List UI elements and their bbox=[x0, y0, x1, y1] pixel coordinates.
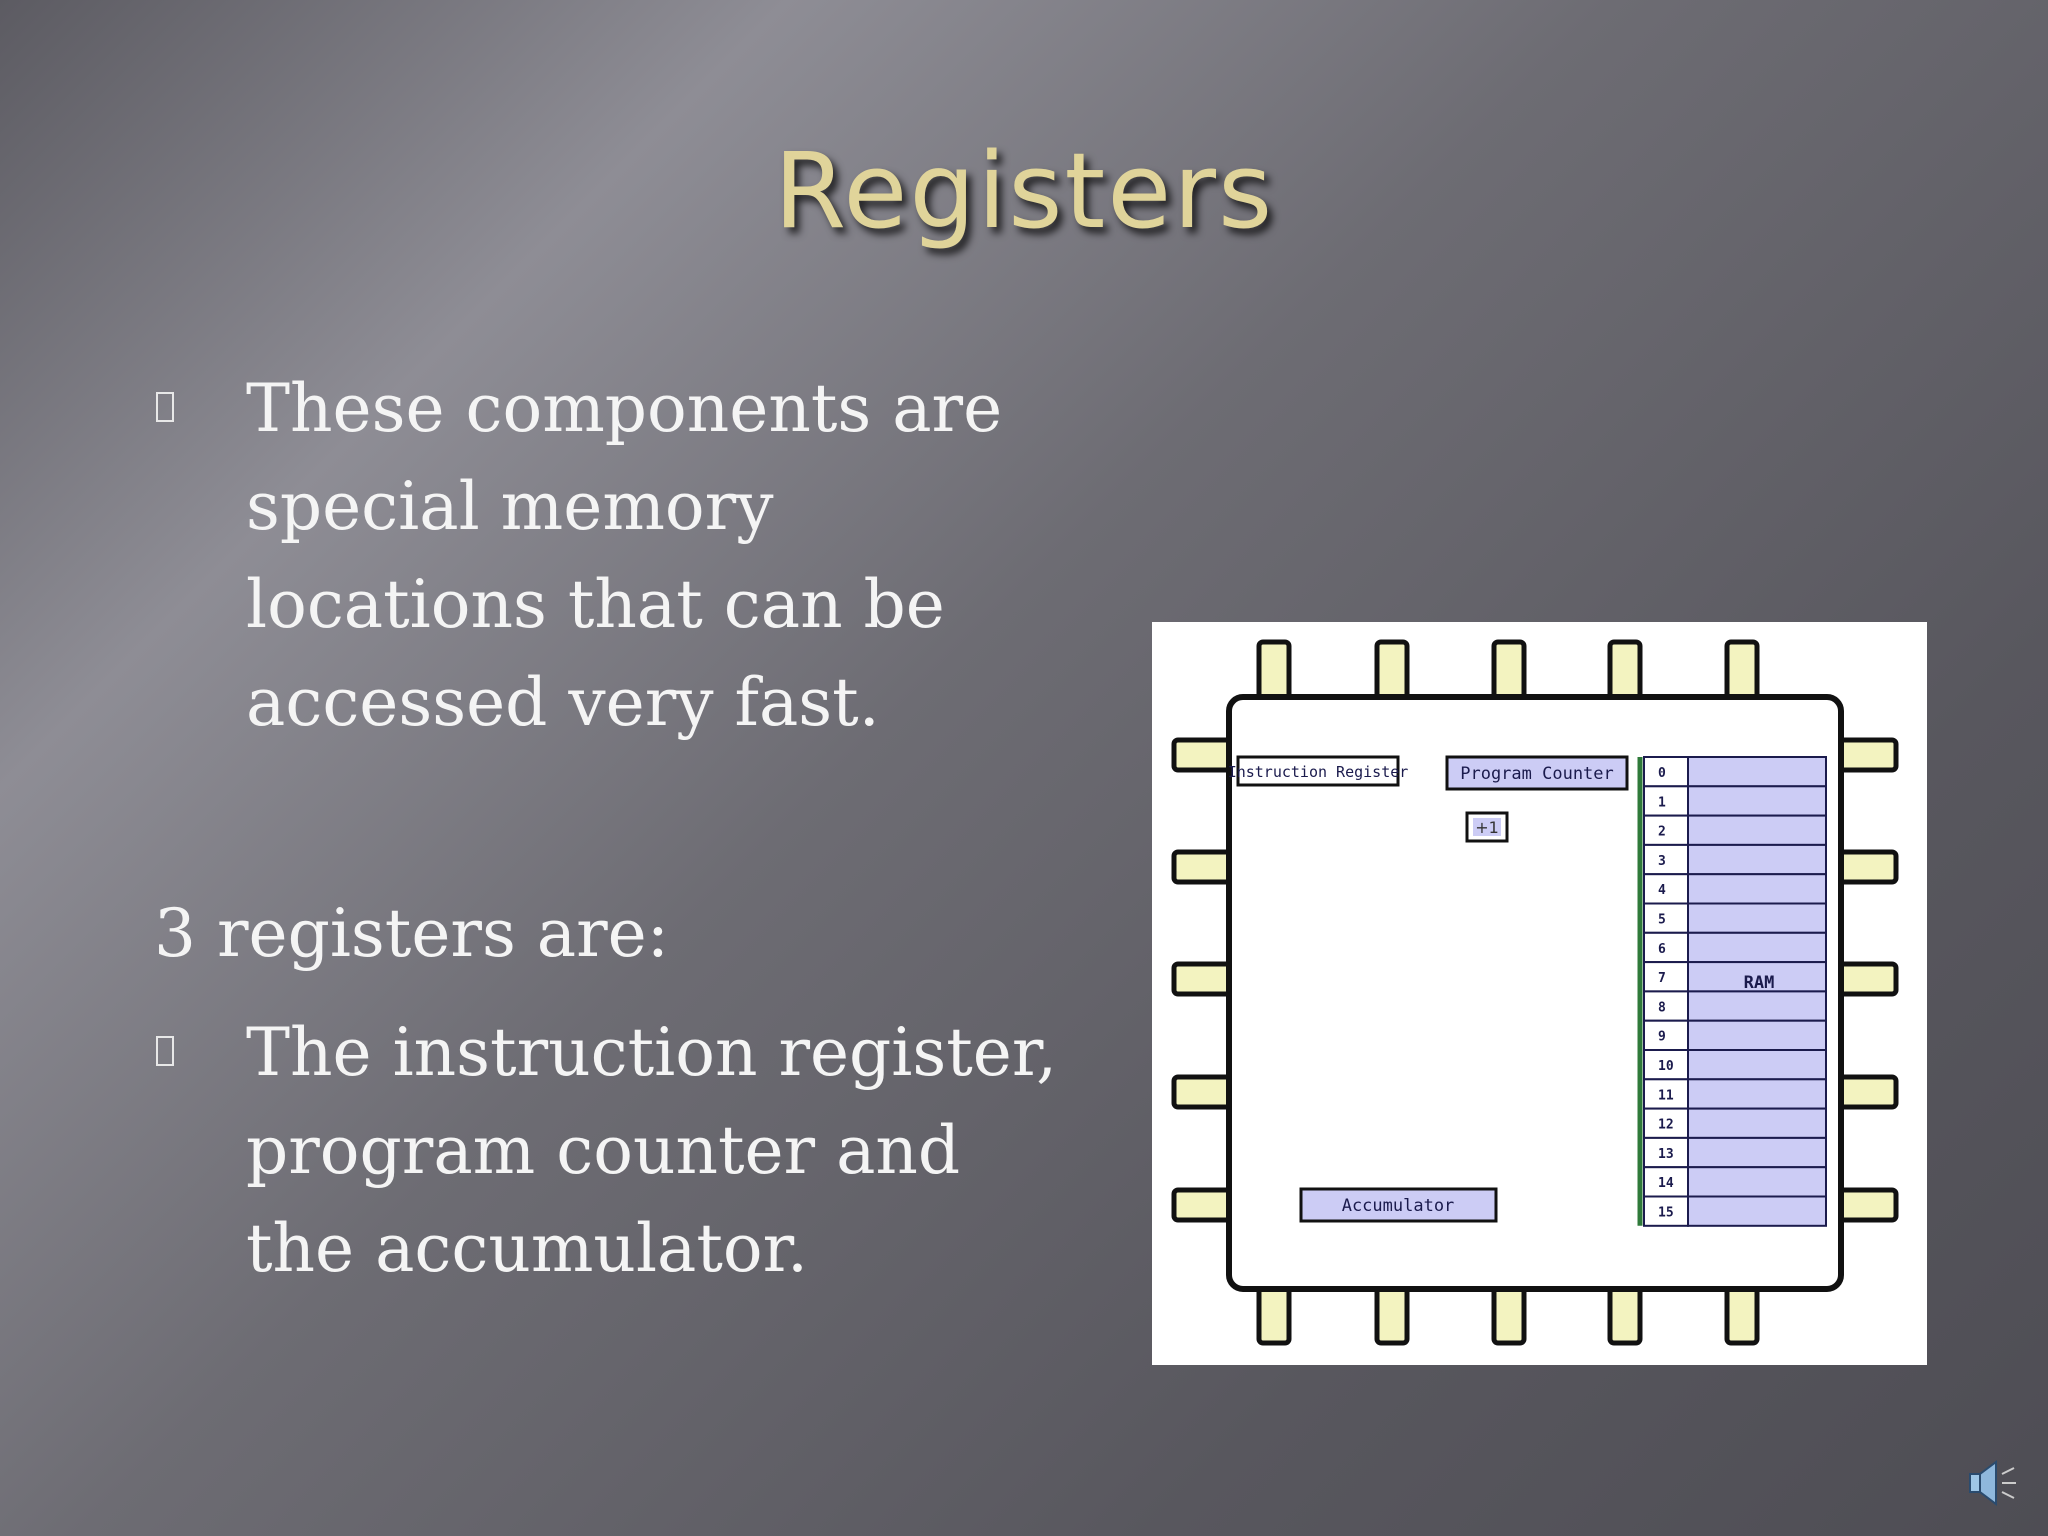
bullet-2-line-1: The instruction register, bbox=[246, 1014, 1058, 1091]
ram-address-cell bbox=[1643, 1049, 1689, 1081]
chip-pin-bottom-4 bbox=[1724, 1282, 1760, 1346]
ram-address-cell bbox=[1643, 756, 1689, 788]
instruction-register-box bbox=[1236, 755, 1400, 787]
chip-pin-bottom-3 bbox=[1607, 1282, 1643, 1346]
ram-label: RAM bbox=[1744, 973, 1775, 993]
ram-address-cell bbox=[1643, 1195, 1689, 1227]
ram-address-label: 9 bbox=[1658, 1030, 1666, 1045]
chip-pin-right-1 bbox=[1835, 849, 1899, 885]
ram-value-cell bbox=[1687, 1078, 1827, 1110]
accumulator-box bbox=[1299, 1187, 1498, 1223]
bullet-text-2: The instruction register, program counte… bbox=[246, 1004, 1057, 1298]
ram-value-cell bbox=[1687, 1195, 1827, 1227]
chip-pin-bottom-0 bbox=[1256, 1282, 1292, 1346]
ram-value-cell bbox=[1687, 843, 1827, 876]
ram-address-cell bbox=[1643, 873, 1689, 905]
ram-value-cell bbox=[1687, 990, 1827, 1022]
program-counter-label: Program Counter bbox=[1460, 764, 1614, 784]
chip-pin-bottom-2 bbox=[1491, 1282, 1527, 1346]
bullet-2-line-3: the accumulator. bbox=[246, 1210, 808, 1287]
ram-address-label: 7 bbox=[1658, 971, 1666, 986]
ram-value-cell bbox=[1687, 931, 1827, 964]
chip-pin-top-0 bbox=[1256, 639, 1292, 703]
ram-address-cell bbox=[1643, 931, 1689, 964]
bullet-text-1: These components are special memory loca… bbox=[246, 360, 1002, 752]
bullet-1-line-2: special memory bbox=[246, 468, 774, 545]
ram-address-label: 4 bbox=[1658, 883, 1666, 898]
bullet-1-line-3: locations that can be bbox=[246, 566, 945, 643]
ram-address-cell bbox=[1643, 785, 1689, 817]
ram-value-cell bbox=[1687, 961, 1827, 993]
accumulator-label: Accumulator bbox=[1342, 1196, 1455, 1216]
slide-title: Registers bbox=[773, 130, 1275, 252]
ram-address-cell bbox=[1643, 1166, 1689, 1198]
ram-address-cell bbox=[1643, 990, 1689, 1022]
chip-pin-right-2 bbox=[1835, 961, 1899, 997]
instruction-register-label: Instruction Register bbox=[1228, 763, 1409, 781]
ram-address-label: 13 bbox=[1658, 1147, 1674, 1162]
ram-value-cell bbox=[1687, 1049, 1827, 1081]
ram-value-cell bbox=[1687, 756, 1827, 788]
ram-address-label: 10 bbox=[1658, 1059, 1674, 1074]
increment-label: +1 bbox=[1475, 818, 1499, 837]
chip-pin-left-1 bbox=[1171, 849, 1235, 885]
ram-address-label: 11 bbox=[1658, 1088, 1674, 1103]
ram-value-cell bbox=[1687, 1166, 1827, 1198]
ram-value-cell bbox=[1687, 1107, 1827, 1139]
speaker-icon[interactable] bbox=[1964, 1454, 2024, 1514]
ram-address-cell bbox=[1643, 1078, 1689, 1110]
program-counter-box bbox=[1445, 755, 1629, 791]
ram-address-cell bbox=[1643, 843, 1689, 876]
bullet-2-line-2: program counter and bbox=[246, 1112, 961, 1189]
ram-address-label: 15 bbox=[1658, 1206, 1674, 1221]
cpu-diagram: Instruction Register Program Counter +1 … bbox=[1152, 622, 1927, 1365]
ram-address-cell bbox=[1643, 814, 1689, 846]
ram-value-cell bbox=[1687, 1019, 1827, 1052]
ram-value-cell bbox=[1687, 785, 1827, 817]
chip-pin-right-4 bbox=[1835, 1187, 1899, 1223]
chip-pin-top-3 bbox=[1607, 639, 1643, 703]
ram-address-label: 0 bbox=[1658, 766, 1666, 781]
bullet-1-line-4: accessed very fast. bbox=[246, 664, 880, 741]
ram-address-label: 1 bbox=[1658, 795, 1666, 810]
chip-pin-left-3 bbox=[1171, 1074, 1235, 1110]
ram-address-label: 14 bbox=[1658, 1176, 1674, 1191]
ram-address-label: 8 bbox=[1658, 1000, 1666, 1015]
chip-pin-top-2 bbox=[1491, 639, 1527, 703]
chip-pin-right-0 bbox=[1835, 737, 1899, 773]
chip-pin-left-2 bbox=[1171, 961, 1235, 997]
ram-address-cell bbox=[1643, 961, 1689, 993]
bullet-icon-2 bbox=[156, 1036, 174, 1072]
ram-address-label: 6 bbox=[1658, 942, 1666, 957]
ram-address-label: 12 bbox=[1658, 1118, 1674, 1133]
chip-pin-left-0 bbox=[1171, 737, 1235, 773]
bullet-icon-1 bbox=[156, 392, 174, 428]
chip-pin-bottom-1 bbox=[1374, 1282, 1410, 1346]
ram-address-cell bbox=[1643, 1107, 1689, 1139]
ram-value-cell bbox=[1687, 1136, 1827, 1169]
chip-pin-top-1 bbox=[1374, 639, 1410, 703]
ram-value-cell bbox=[1687, 902, 1827, 934]
intro-line: 3 registers are: bbox=[154, 895, 669, 972]
ram-address-cell bbox=[1643, 902, 1689, 934]
chip-pin-top-4 bbox=[1724, 639, 1760, 703]
chip-pin-left-4 bbox=[1171, 1187, 1235, 1223]
bullet-1-line-1: These components are bbox=[246, 370, 1003, 447]
ram-value-cell bbox=[1687, 814, 1827, 846]
ram-address-label: 5 bbox=[1658, 913, 1666, 928]
ram-address-label: 2 bbox=[1658, 825, 1666, 840]
chip-pin-right-3 bbox=[1835, 1074, 1899, 1110]
ram-value-cell bbox=[1687, 873, 1827, 905]
ram-address-cell bbox=[1643, 1019, 1689, 1052]
ram-address-label: 3 bbox=[1658, 854, 1666, 869]
